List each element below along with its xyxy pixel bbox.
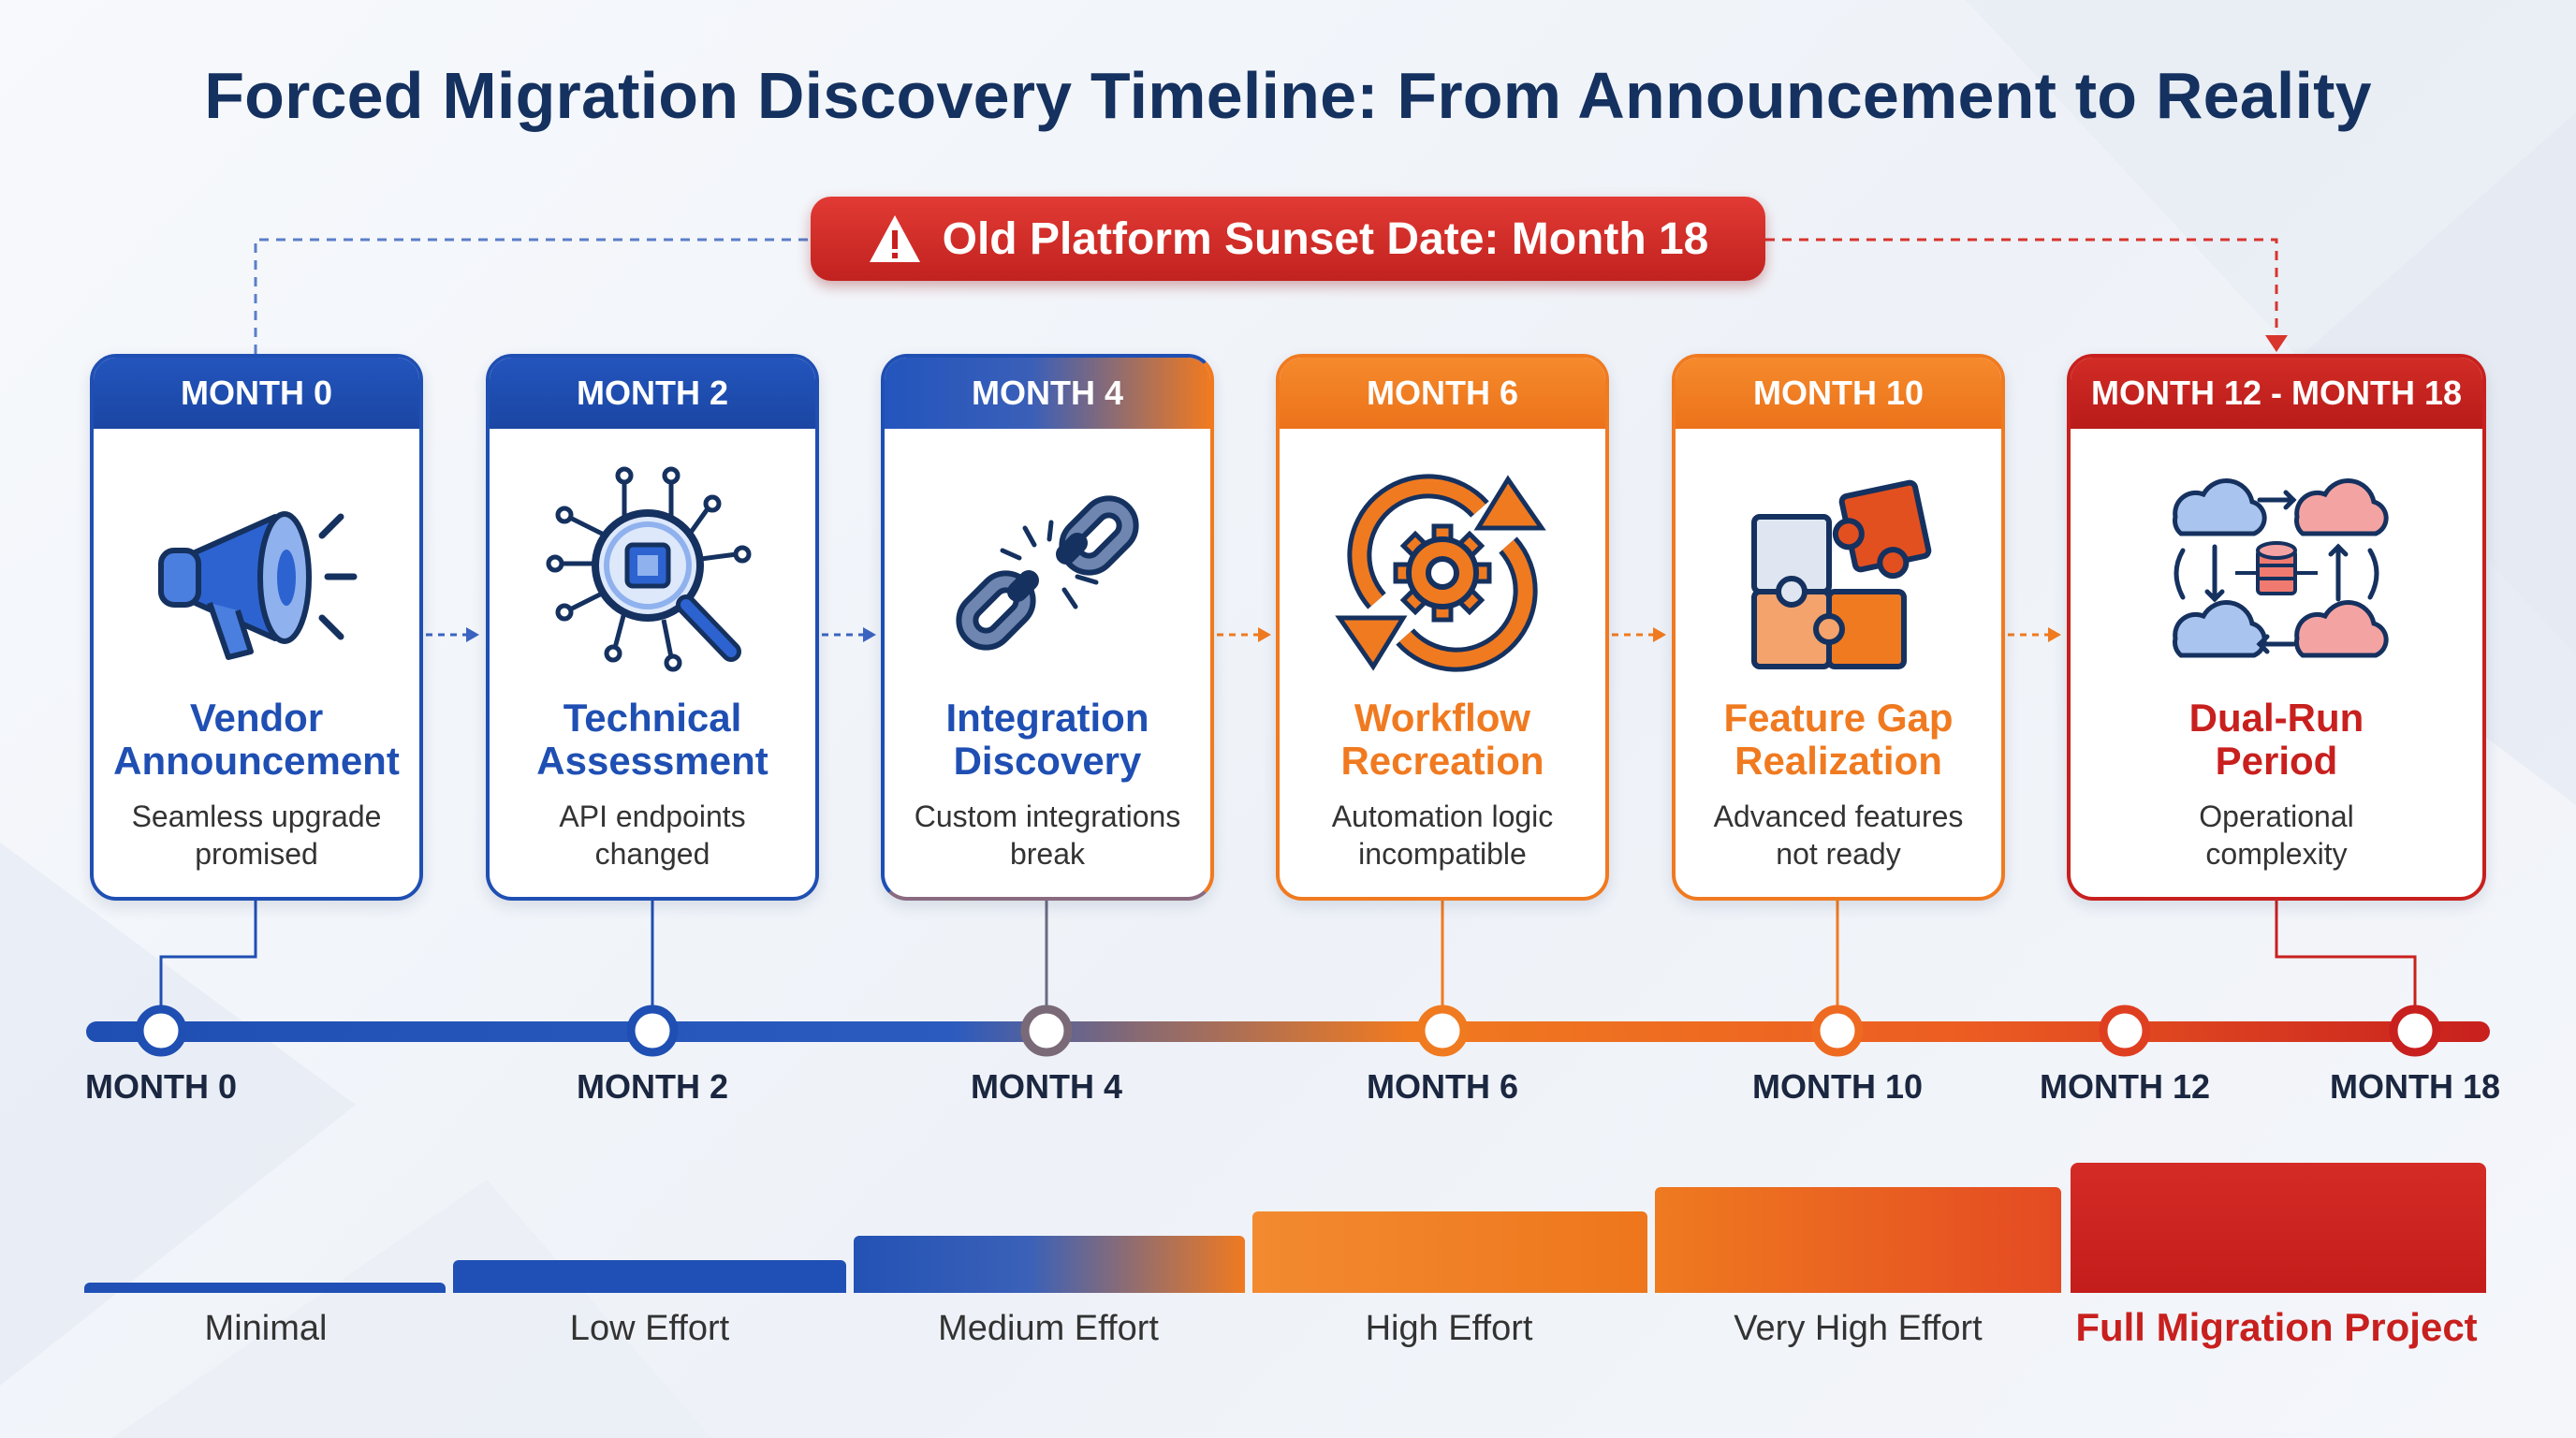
- gear-cycle-icon: [1335, 474, 1546, 672]
- timeline-label-month-10: MONTH 10: [1751, 1067, 1924, 1106]
- effort-bar-medium: [854, 1236, 1245, 1293]
- cloud-sync-icon: [2173, 477, 2389, 658]
- timeline-label-month-4: MONTH 4: [971, 1067, 1122, 1106]
- timeline-label-month-18: MONTH 18: [2329, 1067, 2501, 1106]
- stage-header: MONTH 4: [885, 358, 1210, 429]
- stage-header: MONTH 6: [1280, 358, 1605, 429]
- timeline-label-month-6: MONTH 6: [1367, 1067, 1518, 1106]
- card-arrow-1: [426, 627, 479, 642]
- sunset-connector-right: [1765, 238, 2278, 339]
- timeline-label-month-0: MONTH 0: [85, 1067, 237, 1106]
- sunset-banner: Old Platform Sunset Date: Month 18: [811, 197, 1765, 281]
- stage-header: MONTH 10: [1676, 358, 2001, 429]
- stage-card-month-12-18: MONTH 12 - MONTH 18: [2067, 354, 2486, 901]
- stage-header: MONTH 12 - MONTH 18: [2071, 358, 2482, 429]
- effort-label-high: High Effort: [1365, 1309, 1533, 1348]
- timeline-node-month-0: [135, 1005, 187, 1057]
- broken-chain-icon: [956, 495, 1139, 651]
- page-title: Forced Migration Discovery Timeline: Fro…: [204, 59, 2372, 132]
- sunset-connector-left: [254, 238, 811, 354]
- warning-triangle-icon: [869, 215, 920, 262]
- timeline-label-month-12: MONTH 12: [2039, 1067, 2211, 1106]
- card-arrow-4: [1612, 627, 1666, 642]
- effort-bar-minimal: [84, 1283, 446, 1293]
- effort-bar-full-migration: [2071, 1163, 2486, 1293]
- magnifier-chip-icon: [546, 466, 752, 672]
- timeline-label-month-2: MONTH 2: [577, 1067, 728, 1106]
- effort-bar-high: [1252, 1211, 1647, 1293]
- timeline-node-month-10: [1811, 1005, 1864, 1057]
- timeline-node-month-12: [2099, 1005, 2151, 1057]
- effort-bar-low: [453, 1260, 846, 1293]
- card-arrow-3: [1217, 627, 1271, 642]
- puzzle-icon: [1751, 479, 1932, 669]
- effort-label-very-high: Very High Effort: [1734, 1309, 1983, 1348]
- effort-label-full-migration: Full Migration Project: [2075, 1305, 2478, 1349]
- effort-bar-very-high: [1655, 1187, 2061, 1293]
- timeline-node-month-4: [1020, 1005, 1073, 1057]
- sunset-label: Old Platform Sunset Date: Month 18: [942, 213, 1709, 264]
- effort-label-minimal: Minimal: [204, 1309, 328, 1348]
- timeline-node-month-6: [1416, 1005, 1469, 1057]
- sunset-arrowhead: [2265, 335, 2288, 352]
- timeline-node-month-2: [626, 1005, 679, 1057]
- stage-header: MONTH 2: [490, 358, 815, 429]
- effort-label-medium: Medium Effort: [938, 1309, 1159, 1348]
- timeline-node-month-18: [2389, 1005, 2441, 1057]
- card-arrow-2: [822, 627, 876, 642]
- effort-label-low: Low Effort: [569, 1309, 730, 1348]
- megaphone-icon: [158, 511, 358, 660]
- card-arrow-5: [2008, 627, 2061, 642]
- stage-header: MONTH 0: [94, 358, 419, 429]
- timeline-bar: [86, 1021, 2490, 1042]
